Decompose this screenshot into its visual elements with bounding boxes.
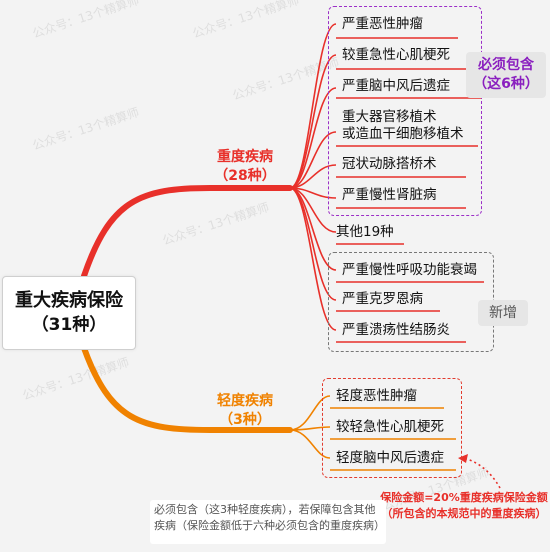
new-tag: 新增 — [478, 300, 528, 326]
amount-note-line: 保险金额=20%重度疾病保险金额 — [380, 491, 548, 504]
severe-new-item: 严重溃疡性结肠炎 — [342, 322, 450, 338]
severe-item: 严重慢性肾脏病 — [342, 187, 437, 203]
new-tag-label: 新增 — [489, 304, 517, 321]
severe-item: 或造血干细胞移植术 — [342, 126, 464, 142]
severe-item: 较重急性心肌梗死 — [342, 47, 450, 63]
severe-item: 严重脑中风后遗症 — [342, 78, 450, 94]
root-title: 重大疾病保险 — [15, 290, 123, 311]
arrow-connector — [461, 457, 501, 489]
must-include-tag: 必须包含 （这6种） — [466, 52, 546, 98]
mild-items-group — [322, 378, 462, 478]
severe-new-item: 严重慢性呼吸功能衰竭 — [342, 262, 477, 278]
severe-branch-label: 重度疾病 （28种） — [205, 148, 285, 186]
amount-note-line: （所包含的本规范中的重度疾病） — [381, 507, 547, 520]
mild-connectors — [289, 395, 331, 459]
mild-subtitle: （3种） — [219, 412, 271, 428]
must-include-tag-line: 必须包含 — [478, 57, 534, 73]
connector-root-severe — [81, 185, 293, 279]
severe-underlines — [336, 37, 484, 343]
coverage-note-line: 疾病（保险金额低于六种必须包含的重度疾病） — [154, 519, 385, 532]
mild-item: 较轻急性心肌梗死 — [336, 419, 444, 435]
coverage-note: 必须包含（这3种轻度疾病），若保障包含其他 疾病（保险金额低于六种必须包含的重度… — [150, 500, 386, 544]
must-include-tag-line: （这6种） — [473, 76, 539, 92]
connector-root-mild — [81, 345, 293, 433]
arrow-head — [458, 454, 468, 463]
mild-item: 轻度恶性肿瘤 — [336, 388, 417, 404]
mild-underlines — [330, 407, 456, 471]
severe-new-item: 严重克罗恩病 — [342, 291, 423, 307]
root-subtitle: （31种） — [31, 315, 107, 335]
root-node: 重大疾病保险 （31种） — [2, 276, 136, 350]
severe-subtitle: （28种） — [214, 168, 276, 184]
severe-item: 冠状动脉搭桥术 — [342, 156, 437, 172]
other-19-label: 其他19种 — [336, 224, 394, 240]
severe-title: 重度疾病 — [217, 149, 273, 165]
severe-connectors — [289, 23, 337, 331]
severe-item: 严重恶性肿瘤 — [342, 16, 423, 32]
mild-branch-label: 轻度疾病 （3种） — [205, 392, 285, 430]
coverage-note-line: 必须包含（这3种轻度疾病），若保障包含其他 — [154, 503, 376, 516]
mild-item: 轻度脑中风后遗症 — [336, 450, 444, 466]
amount-note: 保险金额=20%重度疾病保险金额 （所包含的本规范中的重度疾病） — [380, 490, 548, 522]
mild-title: 轻度疾病 — [217, 393, 273, 409]
severe-item: 重大器官移植术 — [342, 109, 437, 125]
must-include-group — [328, 6, 482, 216]
